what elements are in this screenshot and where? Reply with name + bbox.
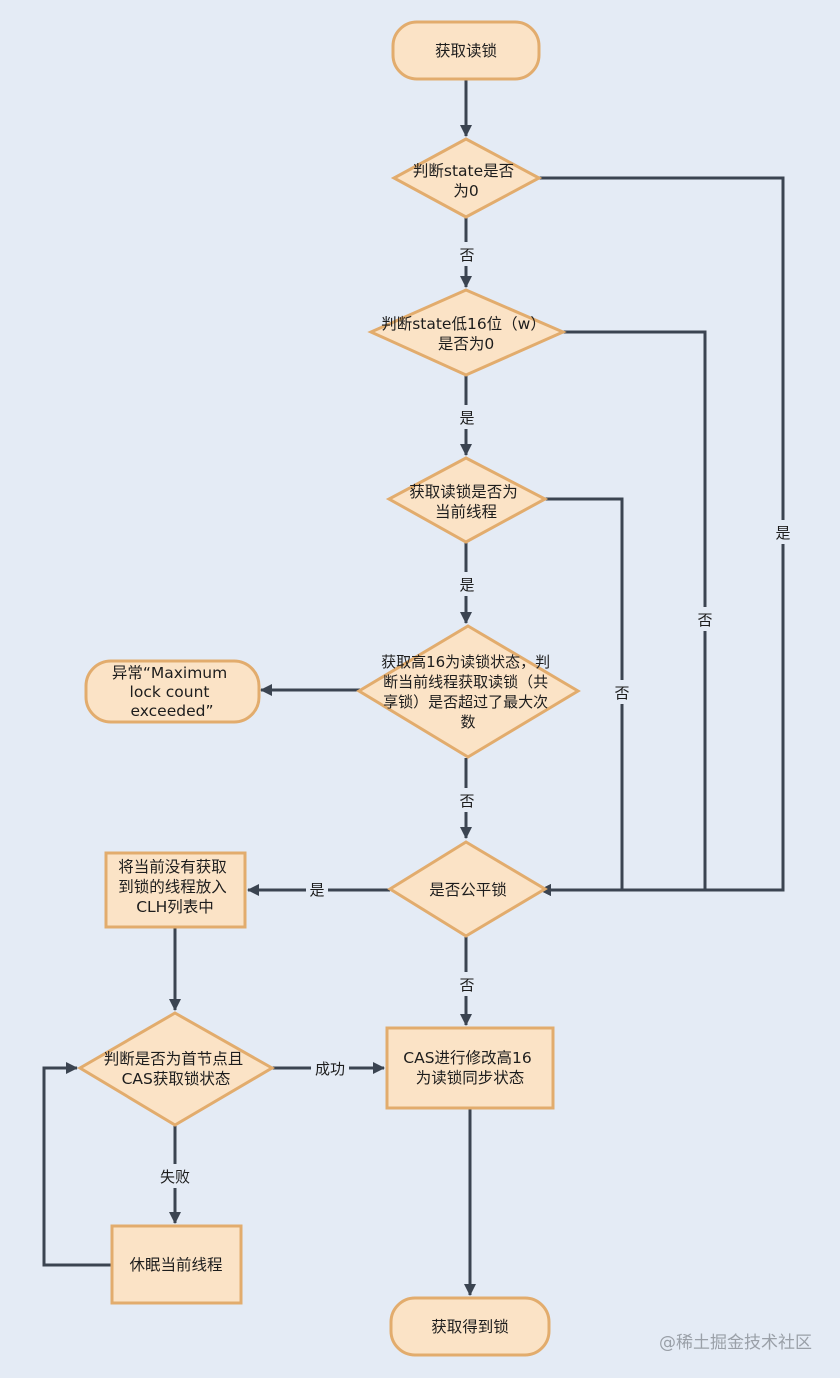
svg-text:将当前没有获取 到锁的线程放入 CL: 将当前没有获取 到锁的线程放入 CLH列表中 xyxy=(118,858,231,916)
decision-low16: 判断state低16位（w） 是否为0 xyxy=(367,288,567,377)
decision-current-thread: 获取读锁是否为 当前线程 xyxy=(385,456,549,544)
label-state-yes: 是 xyxy=(775,524,790,542)
label-fair-no: 否 xyxy=(459,976,474,994)
node-exception-line: 异常“Maximum xyxy=(112,664,227,682)
decision-low16-line: 是否为0 xyxy=(438,335,494,353)
svg-text:是否公平锁: 是否公平锁 xyxy=(429,881,507,899)
svg-text:获取高16为读锁状态，判 断当前线程获取读锁（共: 获取高16为读锁状态，判 断当前线程获取读锁（共 享锁）是否超过了最大次 数 xyxy=(381,653,555,731)
node-enqueue-line: 将当前没有获取 xyxy=(118,858,227,876)
node-exception-line: lock count xyxy=(130,683,210,701)
label-current-no: 否 xyxy=(614,684,629,702)
label-low16-yes: 是 xyxy=(459,409,474,427)
watermark-text: @稀土掘金技术社区 xyxy=(659,1333,812,1353)
node-exception-line: exceeded” xyxy=(130,702,213,720)
decision-current-thread-line: 获取读锁是否为 xyxy=(409,483,518,501)
node-sleep-line: 休眠当前线程 xyxy=(129,1256,222,1274)
decision-state-zero: 判断state是否 为0 xyxy=(390,137,543,219)
decision-low16-line: 判断state低16位（w） xyxy=(381,315,546,333)
svg-text:判断state是否 为0: 判断state是否 为0 xyxy=(413,162,519,200)
node-enqueue-line: CLH列表中 xyxy=(136,898,214,916)
label-fair-yes: 是 xyxy=(309,881,324,899)
edge-labels: 否 是 是 否 是 否 否 是 否 成功 失败 xyxy=(156,242,794,1188)
decision-max-count-line: 享锁）是否超过了最大次 xyxy=(383,693,548,711)
svg-text:获取读锁是否为 当前线程: 获取读锁是否为 当前线程 xyxy=(409,483,522,521)
label-head-fail: 失败 xyxy=(160,1168,190,1186)
decision-max-count-line: 数 xyxy=(460,713,475,731)
node-start: 获取读锁 xyxy=(391,20,541,81)
edge-sleep-loop xyxy=(42,1062,112,1267)
decision-head-cas-line: CAS获取锁状态 xyxy=(122,1070,231,1088)
svg-text:获取读锁: 获取读锁 xyxy=(435,42,497,60)
decision-max-count-line: 断当前线程获取读锁（共 xyxy=(383,673,548,691)
svg-text:判断是否为首节点且 CAS获取锁状态: 判断是否为首节点且 CAS获取锁状态 xyxy=(104,1050,248,1088)
edge-state-yes xyxy=(539,176,785,896)
node-enqueue: 将当前没有获取 到锁的线程放入 CLH列表中 xyxy=(104,851,247,929)
label-max-no: 否 xyxy=(459,792,474,810)
decision-head-cas: 判断是否为首节点且 CAS获取锁状态 xyxy=(77,1011,276,1127)
node-cas-update-line: 为读锁同步状态 xyxy=(416,1069,525,1087)
decision-current-thread-line: 当前线程 xyxy=(435,503,497,521)
decision-max-count: 获取高16为读锁状态，判 断当前线程获取读锁（共 享锁）是否超过了最大次 数 xyxy=(356,624,581,759)
node-sleep: 休眠当前线程 xyxy=(110,1224,243,1305)
decision-fair-line: 是否公平锁 xyxy=(429,881,507,899)
node-cas-update: CAS进行修改高16 为读锁同步状态 xyxy=(385,1026,555,1110)
node-enqueue-line: 到锁的线程放入 xyxy=(118,878,227,896)
decision-head-cas-line: 判断是否为首节点且 xyxy=(104,1050,244,1068)
node-end-line: 获取得到锁 xyxy=(431,1318,509,1336)
label-current-yes: 是 xyxy=(459,576,474,594)
node-exception: 异常“Maximum lock count exceeded” xyxy=(84,659,261,724)
label-head-success: 成功 xyxy=(315,1060,345,1078)
svg-text:获取得到锁: 获取得到锁 xyxy=(431,1318,509,1336)
label-low16-no: 否 xyxy=(697,611,712,629)
decision-state-zero-line: 判断state是否 xyxy=(413,162,514,180)
decision-state-zero-line: 为0 xyxy=(453,182,478,200)
decision-max-count-line: 获取高16为读锁状态，判 xyxy=(381,653,550,671)
svg-text:休眠当前线程: 休眠当前线程 xyxy=(129,1256,222,1274)
svg-text:CAS进行修改高16 为读锁同步状态: CAS进行修改高16 为读锁同步状态 xyxy=(403,1049,536,1087)
label-state-no: 否 xyxy=(459,246,474,264)
node-start-line: 获取读锁 xyxy=(435,42,497,60)
svg-text:判断state低16位（w） 是否为0: 判断state低16位（w） 是否为0 xyxy=(381,315,551,353)
decision-fair: 是否公平锁 xyxy=(387,840,548,938)
node-end: 获取得到锁 xyxy=(389,1296,551,1357)
node-cas-update-line: CAS进行修改高16 xyxy=(403,1049,532,1067)
svg-text:异常“Maximum lock count: 异常“Maximum lock count exceeded” xyxy=(112,664,232,720)
